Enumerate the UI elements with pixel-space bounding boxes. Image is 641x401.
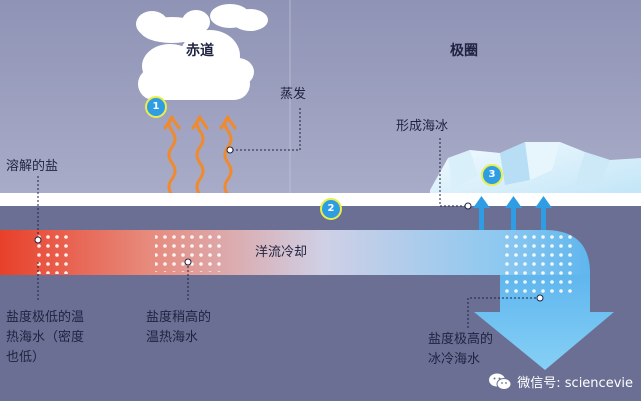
sinking-arrow — [474, 275, 614, 370]
salt-dots-moderate — [155, 234, 225, 272]
sea-ice-icon — [430, 142, 641, 200]
leader-dots — [34, 146, 544, 302]
step-3-badge: 3 — [481, 164, 503, 186]
high-salinity-line-1: 盐度极高的 — [428, 332, 494, 347]
evaporation-arrows — [163, 115, 237, 197]
leader-lines — [37, 108, 540, 330]
current-cooling-label: 洋流冷却 — [255, 245, 308, 260]
upwelling-arrows — [473, 196, 552, 232]
low-salinity-label: 盐度极低的温 热海水（密度 也低） — [6, 308, 84, 368]
low-salinity-line-3: 也低） — [6, 350, 46, 365]
evaporation-label: 蒸发 — [280, 87, 307, 102]
dissolved-salt-label: 溶解的盐 — [6, 159, 59, 174]
moderate-salinity-label: 盐度稍高的 温热海水 — [146, 308, 211, 348]
low-salinity-line-2: 热海水（密度 — [6, 330, 85, 345]
step-2-badge: 2 — [320, 198, 342, 220]
ocean-current-band — [0, 230, 590, 282]
step-1-badge: 1 — [145, 96, 167, 118]
moderate-salinity-line-2: 温热海水 — [146, 330, 199, 345]
watermark-text: 微信号: sciencevie — [517, 376, 633, 391]
high-salinity-label: 盐度极高的 冰冷海水 — [428, 330, 493, 370]
low-salinity-line-1: 盐度极低的温 — [6, 310, 85, 325]
cloud-large-icon — [138, 30, 254, 100]
cloud-small-icon — [136, 4, 268, 43]
sea-ice-label: 形成海冰 — [396, 119, 449, 134]
salt-dots-high — [500, 234, 572, 294]
wechat-icon — [489, 373, 512, 390]
equator-label: 赤道 — [186, 43, 214, 59]
watermark: 微信号: sciencevie — [489, 372, 633, 391]
moderate-salinity-line-1: 盐度稍高的 — [146, 310, 212, 325]
high-salinity-line-2: 冰冷海水 — [428, 352, 481, 367]
polar-label: 极圈 — [450, 43, 478, 59]
